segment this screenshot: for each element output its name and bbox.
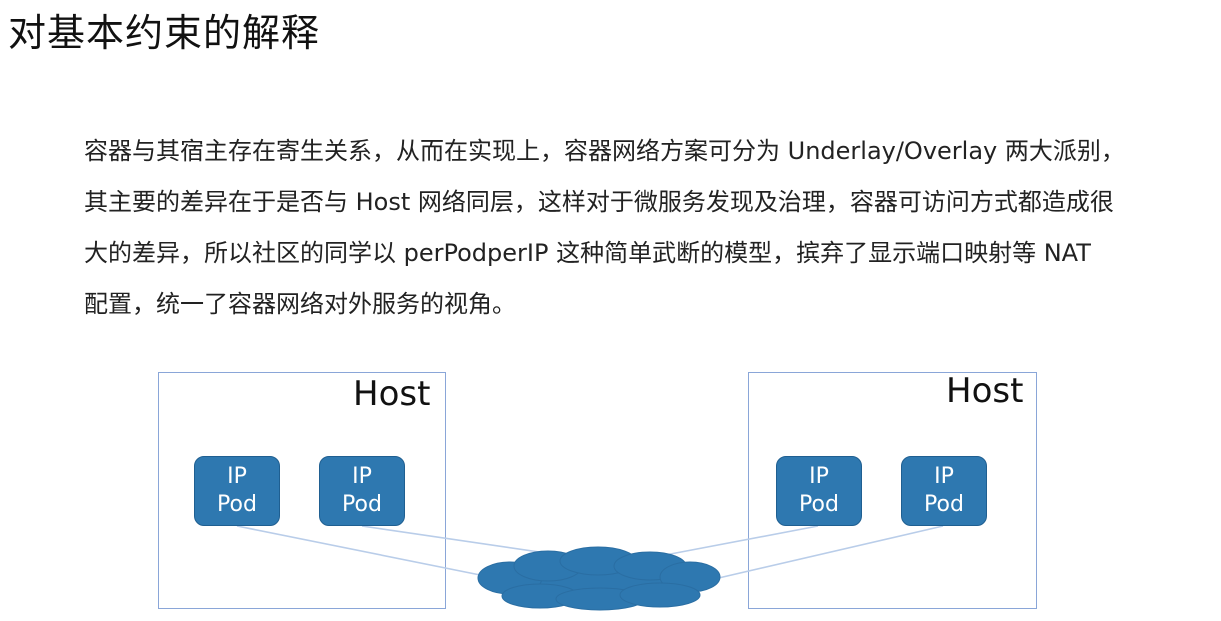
pod-box: IP Pod xyxy=(194,456,280,526)
page-title: 对基本约束的解释 xyxy=(8,11,321,55)
pod-box: IP Pod xyxy=(901,456,987,526)
paragraph-line: 大的差异，所以社区的同学以 perPodperIP 这种简单武断的模型，摈弃了显… xyxy=(84,239,1091,267)
pod-ip-label: IP xyxy=(809,464,829,489)
paragraph-line: 容器与其宿主存在寄生关系，从而在实现上，容器网络方案可分为 Underlay/O… xyxy=(84,137,1125,165)
paragraph-line: 其主要的差异在于是否与 Host 网络同层，这样对于微服务发现及治理，容器可访问… xyxy=(84,188,1114,216)
pod-ip-label: IP xyxy=(934,464,954,489)
pod-label: Pod xyxy=(342,492,382,517)
paragraph-line: 配置，统一了容器网络对外服务的视角。 xyxy=(84,290,516,318)
pod-ip-label: IP xyxy=(352,464,372,489)
pod-box: IP Pod xyxy=(319,456,405,526)
explanation-paragraph: 容器与其宿主存在寄生关系，从而在实现上，容器网络方案可分为 Underlay/O… xyxy=(84,126,1214,330)
cloud-icon xyxy=(477,546,721,611)
pod-label: Pod xyxy=(799,492,839,517)
pod-label: Pod xyxy=(924,492,964,517)
pod-box: IP Pod xyxy=(776,456,862,526)
host-label-right: Host xyxy=(946,371,1024,411)
pod-ip-label: IP xyxy=(227,464,247,489)
pod-label: Pod xyxy=(217,492,257,517)
host-label-left: Host xyxy=(353,374,431,414)
